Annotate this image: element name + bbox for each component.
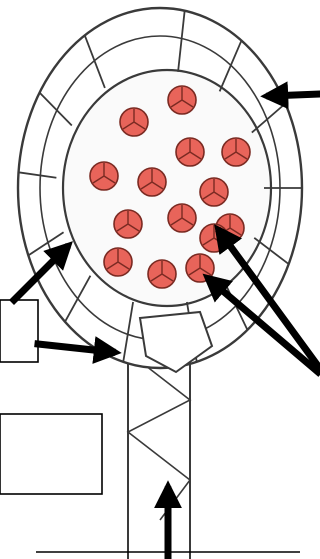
spore-tetrad — [104, 248, 132, 276]
stalk-cell-walls — [128, 352, 190, 520]
spore-tetrad — [114, 210, 142, 238]
spore-tetrad — [168, 204, 196, 232]
arrow-outer-wall — [270, 94, 320, 96]
spore-tetrad — [138, 168, 166, 196]
spore-tetrad — [168, 86, 196, 114]
sporangium-head — [18, 8, 302, 372]
label-box-left-lower[interactable] — [0, 414, 102, 494]
spore-tetrad — [176, 138, 204, 166]
stalk — [128, 352, 190, 559]
label-box-left-upper[interactable] — [0, 300, 38, 362]
spore-tetrad — [90, 162, 118, 190]
spore-tetrad — [222, 138, 250, 166]
spore-tetrad — [200, 178, 228, 206]
spore-tetrad — [148, 260, 176, 288]
spore-tetrad — [120, 108, 148, 136]
